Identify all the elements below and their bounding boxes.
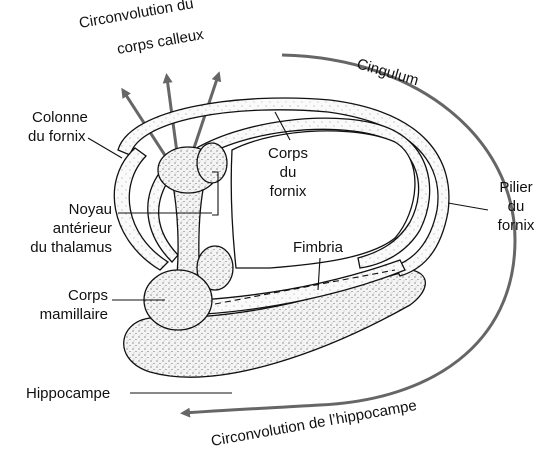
label-colonne-1: Colonne (32, 109, 88, 126)
label-pilier-3: fornix (498, 217, 535, 234)
label-noyau-3: du thalamus (30, 239, 112, 256)
label-circ-calleux-1: Circonvolution du (78, 0, 195, 32)
label-noyau-1: Noyau (69, 201, 112, 218)
label-corps-fornix-1: Corps (268, 145, 308, 162)
label-fimbria: Fimbria (293, 239, 344, 256)
label-corps-fornix-3: fornix (270, 183, 307, 200)
label-noyau-2: antérieur (53, 220, 112, 237)
label-circ-calleux-2: corps calleux (116, 26, 206, 58)
leader-pilier (448, 203, 488, 210)
noyau-thalamus-right (197, 143, 227, 183)
label-hippocampe: Hippocampe (26, 385, 110, 402)
label-cingulum: Cingulum (355, 56, 421, 90)
leader-colonne (88, 138, 122, 158)
label-colonne-2: du fornix (28, 128, 86, 145)
label-corps-mam-1: Corps (68, 287, 108, 304)
label-pilier-1: Pilier (499, 179, 532, 196)
label-corps-mam-2: mamillaire (40, 306, 108, 323)
label-corps-fornix-2: du (280, 164, 297, 181)
label-pilier-2: du (508, 198, 525, 215)
